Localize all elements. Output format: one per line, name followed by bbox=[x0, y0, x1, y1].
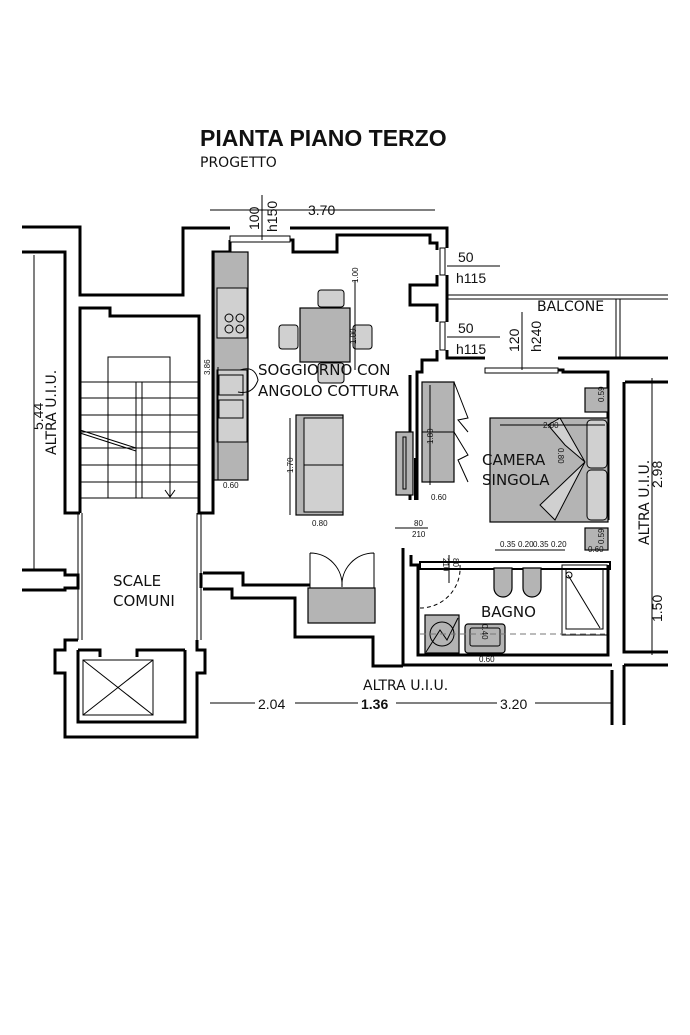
dim-bottom-2: 1.36 bbox=[361, 696, 388, 712]
dim-bath-fixture-4: 0.20 bbox=[551, 540, 567, 549]
dim-right-window1-height: h115 bbox=[456, 270, 486, 286]
walls bbox=[22, 225, 668, 739]
dim-top-width: 3.70 bbox=[308, 202, 335, 218]
dim-wardrobe-depth: 0.60 bbox=[431, 493, 447, 502]
dimension-lines bbox=[33, 195, 653, 704]
bathroom-label: BAGNO bbox=[481, 603, 536, 621]
dim-left-height: 5.44 bbox=[30, 403, 46, 430]
dim-right-upper: 2.98 bbox=[649, 461, 665, 488]
dim-bedroom-door-height: 210 bbox=[412, 530, 426, 539]
dim-bath-door-height: 210 bbox=[441, 558, 450, 572]
dim-right-window2-width: 50 bbox=[458, 320, 474, 336]
dim-table-width: 1.00 bbox=[349, 328, 358, 344]
dim-bed-width: 0.80 bbox=[556, 448, 565, 464]
sofa bbox=[295, 414, 344, 516]
dim-bottom-1: 2.04 bbox=[258, 696, 285, 712]
plan-title: PIANTA PIANO TERZO bbox=[200, 125, 447, 151]
bathroom-fixtures bbox=[419, 564, 608, 654]
dim-right-window2-height: h115 bbox=[456, 341, 486, 357]
tv-unit bbox=[395, 431, 418, 500]
dining-table bbox=[278, 289, 373, 384]
dim-sofa-depth: 0.80 bbox=[312, 519, 328, 528]
dim-nightstand-depth: 0.60 bbox=[588, 545, 604, 554]
stairs-label-2: COMUNI bbox=[113, 592, 175, 610]
dim-bath-fixture-1: 0.35 bbox=[500, 540, 516, 549]
dim-nightstand-top: 0.59 bbox=[597, 386, 606, 402]
living-room-label-1: SOGGIORNO CON bbox=[258, 361, 391, 379]
stairs-label-1: SCALE bbox=[113, 572, 161, 590]
dim-top-window-height: h150 bbox=[264, 201, 280, 232]
dim-top-window-width: 100 bbox=[246, 206, 262, 230]
dim-bath-door-width: 80 bbox=[451, 558, 460, 567]
elevator-shaft bbox=[82, 659, 154, 716]
plan-subtitle: PROGETTO bbox=[200, 155, 277, 171]
dim-kitchen-length: 3.86 bbox=[203, 359, 212, 375]
balcony bbox=[447, 294, 668, 358]
dim-balcony-door-height: h240 bbox=[528, 321, 544, 352]
dim-right-window1-width: 50 bbox=[458, 249, 474, 265]
dim-wardrobe-length: 1.80 bbox=[426, 428, 435, 444]
dim-sink-depth: 0.40 bbox=[480, 624, 489, 640]
balcony-label: BALCONE bbox=[537, 299, 604, 315]
dim-bath-fixture-3: 0.35 bbox=[533, 540, 549, 549]
dim-bed-length: 2.00 bbox=[543, 421, 559, 430]
dim-bottom-3: 3.20 bbox=[500, 696, 527, 712]
kitchen-counter bbox=[213, 251, 259, 481]
dim-bath-fixture-2: 0.20 bbox=[518, 540, 534, 549]
neighbor-left-label: ALTRA U.I.U. bbox=[44, 370, 60, 455]
living-room-label-2: ANGOLO COTTURA bbox=[258, 382, 399, 400]
dim-sink-width: 0.60 bbox=[479, 655, 495, 664]
bedroom-label-2: SINGOLA bbox=[482, 471, 550, 489]
dim-right-lower: 1.50 bbox=[649, 595, 665, 622]
entrance-closet bbox=[307, 552, 376, 624]
bedroom-label-1: CAMERA bbox=[482, 451, 546, 469]
wardrobe bbox=[421, 381, 469, 483]
dim-kitchen-depth: 0.60 bbox=[223, 481, 239, 490]
dim-nightstand-bottom: 0.59 bbox=[597, 528, 606, 544]
neighbor-bottom-label: ALTRA U.I.U. bbox=[363, 678, 448, 694]
dim-sofa-length: 1.70 bbox=[286, 457, 295, 473]
dim-table-depth: 1.00 bbox=[351, 267, 360, 283]
bed bbox=[489, 387, 609, 551]
staircase bbox=[79, 356, 199, 499]
dim-bedroom-door-width: 80 bbox=[414, 519, 423, 528]
neighbor-right-label: ALTRA U.I.U. bbox=[637, 460, 653, 545]
dim-balcony-door-width: 120 bbox=[506, 328, 522, 352]
